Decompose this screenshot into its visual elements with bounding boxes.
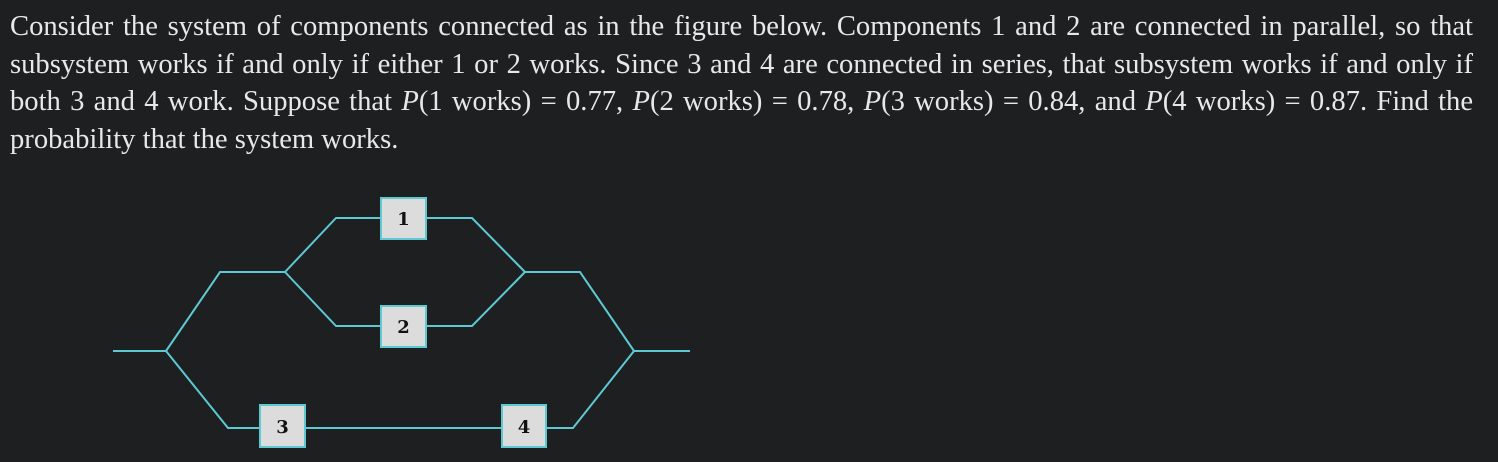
component-2: 2 <box>380 305 427 348</box>
component-4-box <box>501 404 547 448</box>
component-3: 3 <box>259 404 306 448</box>
component-1: 1 <box>380 197 427 240</box>
problem-text-1: Consider the system of components connec… <box>10 11 1473 117</box>
component-2-box <box>380 305 427 348</box>
component-4-label: 4 <box>518 417 531 438</box>
problem-text-4: (3 works) = 0.84, and <box>881 86 1146 117</box>
prob-symbol-1: P <box>401 86 419 117</box>
wire-component-1 <box>284 217 381 273</box>
wire-component-1-out <box>426 217 526 273</box>
wire-from-series <box>546 350 635 429</box>
wires <box>113 217 690 429</box>
component-4: 4 <box>501 404 547 448</box>
problem-text-2: (1 works) = 0.77, <box>418 86 633 117</box>
component-3-box <box>259 404 306 448</box>
prob-symbol-3: P <box>863 86 882 117</box>
problem-text-5: (4 works) = 0.87. Find the probability t… <box>10 86 1474 155</box>
component-3-label: 3 <box>276 417 289 438</box>
problem-text-3: (2 works) = 0.78, <box>649 86 864 117</box>
component-2-label: 2 <box>397 317 410 338</box>
wire-component-2-out <box>426 271 526 327</box>
problem-statement: Consider the system of components connec… <box>10 8 1473 158</box>
prob-symbol-2: P <box>632 86 650 117</box>
wire-from-parallel <box>525 271 635 352</box>
wire-component-2 <box>284 271 381 327</box>
wire-to-parallel <box>165 271 285 352</box>
prob-symbol-4: P <box>1145 86 1163 117</box>
wire-to-series <box>165 350 260 429</box>
component-1-box <box>380 197 427 240</box>
component-1-label: 1 <box>397 209 410 230</box>
